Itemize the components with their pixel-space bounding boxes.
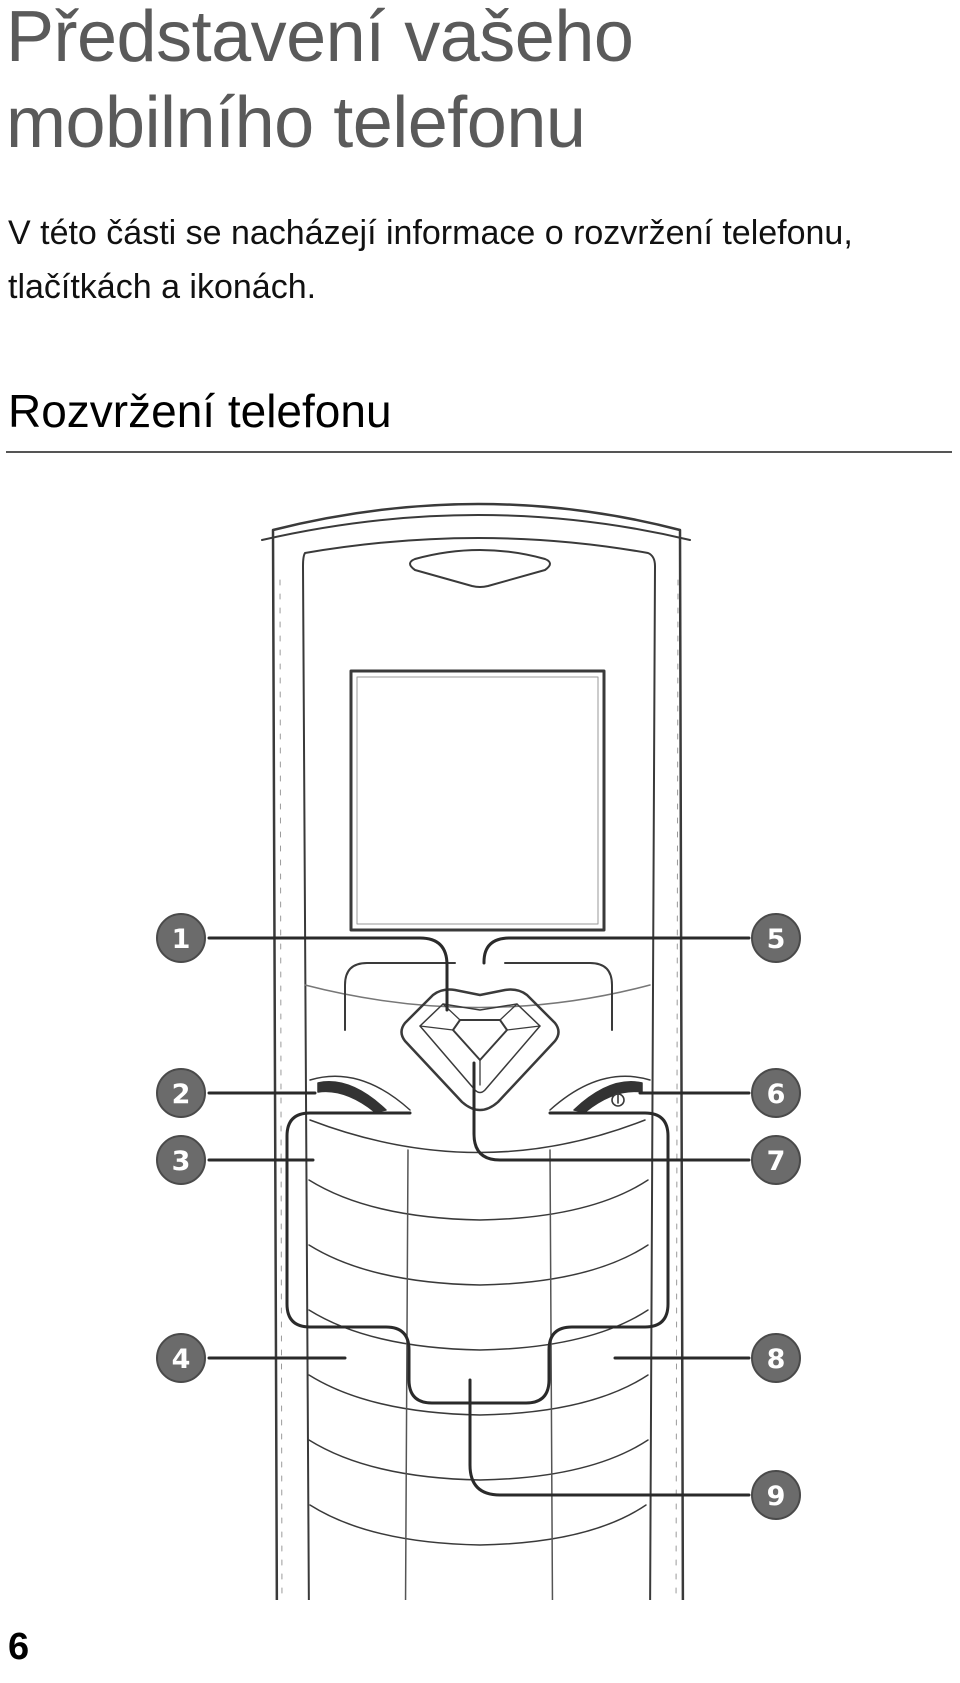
callout-5-label: 5	[767, 924, 786, 955]
power-end-key	[573, 1081, 643, 1113]
callout-9-label: 9	[767, 1481, 786, 1512]
callout-6-label: 6	[767, 1079, 786, 1110]
power-icon	[611, 1092, 625, 1107]
phone-layout-diagram: 1 2 3 4 5 6 7 8	[140, 490, 820, 1600]
callout-6: 6	[751, 1068, 801, 1118]
intro-paragraph: V této části se nacházejí informace o ro…	[8, 214, 853, 306]
callout-9: 9	[751, 1470, 801, 1520]
callout-4-label: 4	[172, 1344, 191, 1375]
left-soft-key	[344, 962, 456, 1031]
callout-leaders	[207, 936, 751, 1497]
callout-4: 4	[156, 1333, 206, 1383]
navigation-key	[400, 988, 560, 1112]
earpiece-speaker	[409, 549, 551, 588]
page-title: Představení vašeho mobilního telefonu	[6, 0, 634, 163]
callout-1: 1	[156, 913, 206, 963]
page-number: 6	[8, 1626, 30, 1668]
callout-8: 8	[751, 1333, 801, 1383]
right-soft-key	[504, 962, 613, 1031]
callout-3-label: 3	[172, 1146, 191, 1177]
section-divider	[6, 451, 952, 453]
section-heading: Rozvržení telefonu	[8, 385, 392, 437]
callout-7-label: 7	[767, 1146, 786, 1177]
display-screen	[349, 669, 606, 932]
callout-5: 5	[751, 913, 801, 963]
callout-7: 7	[751, 1135, 801, 1185]
callout-3: 3	[156, 1135, 206, 1185]
phone-body	[261, 502, 691, 1600]
callout-2-label: 2	[172, 1079, 191, 1110]
dial-key	[317, 1081, 387, 1113]
callout-1-label: 1	[172, 924, 191, 955]
keypad-top-contour	[304, 984, 651, 1009]
callout-8-label: 8	[767, 1344, 786, 1375]
alphanumeric-keypad	[308, 1119, 649, 1600]
callout-2: 2	[156, 1068, 206, 1118]
